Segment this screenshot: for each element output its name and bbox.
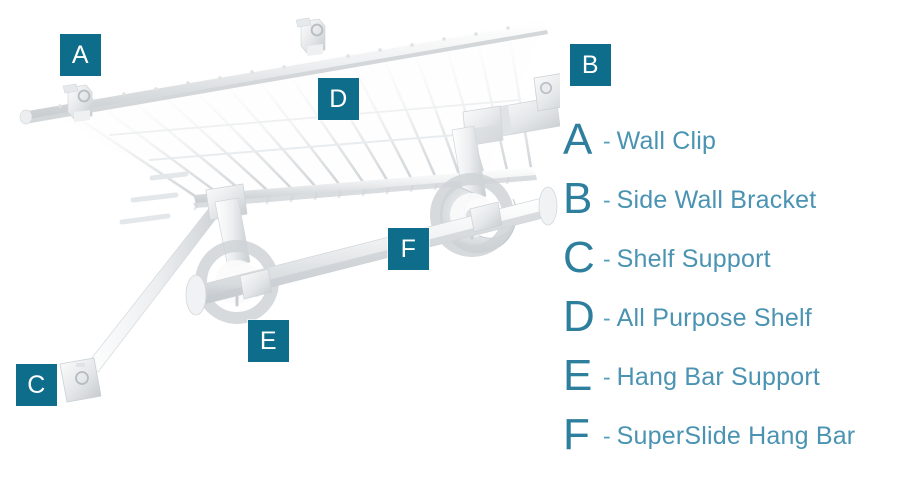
legend-letter-a: A — [563, 115, 593, 164]
superslide-hang-bar — [185, 186, 558, 316]
legend-label-side-wall-bracket: Side Wall Bracket — [616, 186, 817, 214]
legend-label-superslide-hang-bar: SuperSlide Hang Bar — [616, 422, 856, 450]
legend-item-c: C - Shelf Support — [563, 236, 900, 282]
callout-badge-e[interactable]: E — [248, 320, 289, 362]
legend-letter-f: F — [563, 410, 590, 459]
legend-dash-a: - — [603, 128, 611, 154]
legend-dash-e: - — [603, 364, 611, 390]
callout-badge-c[interactable]: C — [16, 364, 57, 406]
legend-dash-b: - — [603, 187, 611, 213]
legend-dash-f: - — [603, 423, 611, 449]
wall-clip-left — [62, 83, 93, 122]
legend-letter-c: C — [563, 233, 595, 282]
legend-letter-b: B — [563, 174, 593, 223]
parts-legend: A - Wall Clip B - Side Wall Bracket C - … — [563, 118, 900, 472]
callout-badge-d[interactable]: D — [318, 78, 359, 120]
callout-badge-a[interactable]: A — [60, 34, 101, 76]
legend-item-d: D - All Purpose Shelf — [563, 295, 900, 341]
legend-dash-d: - — [603, 305, 611, 331]
legend-item-a: A - Wall Clip — [563, 118, 900, 164]
legend-label-wall-clip: Wall Clip — [616, 127, 717, 155]
legend-letter-d: D — [563, 292, 595, 341]
legend-label-all-purpose-shelf: All Purpose Shelf — [616, 304, 812, 332]
legend-dash-c: - — [603, 246, 611, 272]
legend-item-e: E - Hang Bar Support — [563, 354, 900, 400]
callout-badge-b[interactable]: B — [570, 44, 611, 86]
wire-shelf-illustration — [19, 17, 560, 403]
legend-item-f: F - SuperSlide Hang Bar — [563, 413, 900, 459]
wall-clip-right — [295, 17, 326, 56]
legend-label-shelf-support: Shelf Support — [616, 245, 771, 273]
shelf-support-wall-plate — [59, 357, 102, 403]
legend-label-hang-bar-support: Hang Bar Support — [616, 363, 820, 391]
legend-letter-e: E — [563, 351, 593, 400]
callout-badge-f[interactable]: F — [388, 228, 429, 270]
all-purpose-shelf — [19, 20, 548, 211]
back-rail — [19, 22, 548, 125]
legend-item-b: B - Side Wall Bracket — [563, 177, 900, 223]
